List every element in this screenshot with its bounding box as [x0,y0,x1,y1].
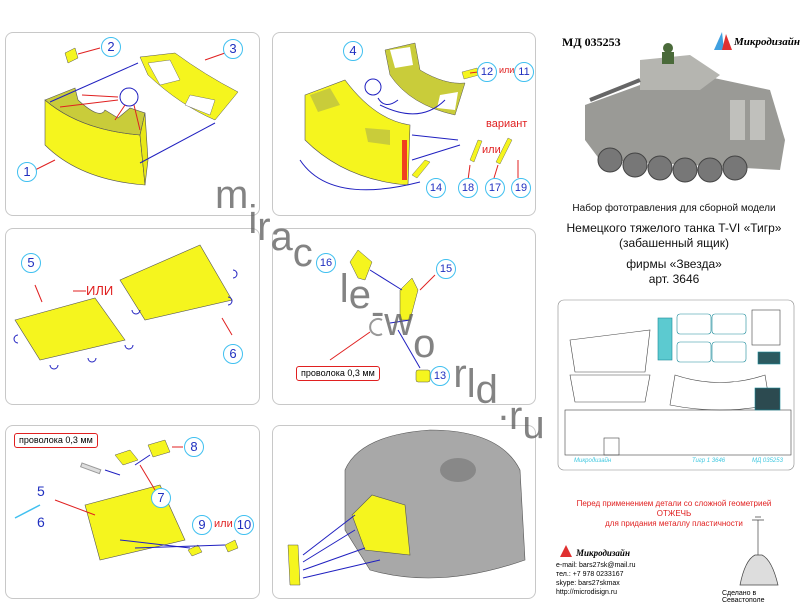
brand-name: Микродизайн [734,36,800,48]
tank-photo [585,43,785,183]
part-5 [14,297,126,361]
contact-email[interactable]: e-mail: bars27sk@mail.ru [556,562,636,569]
or-label-2: или [482,144,501,156]
callout-14: 14 [426,178,446,198]
part-6 [119,244,233,321]
title-line-1: Набор фототравления для сборной модели [572,203,776,214]
photo-etch-fret [557,299,795,471]
article-code: МД 035253 [562,35,621,49]
or-label: или [214,518,233,530]
callout-8: 8 [184,437,204,457]
callout-12: 12 [477,62,497,82]
callout-11: 11 [514,62,534,82]
made-in-label: Сделано в Севастополе [722,590,765,604]
or-label: или [499,65,515,75]
callout-5-plain: 5 [37,483,45,499]
detail-magnifier-icon [119,87,139,107]
part-8 [147,439,171,458]
wire-loop [369,318,383,336]
title-line-5: арт. 3646 [648,272,700,286]
callout-15: 15 [436,259,456,279]
part-1-box [44,87,149,186]
title-line-2: Немецкого тяжелого танка T-VI «Тигр» [566,221,782,235]
callout-19: 19 [511,178,531,198]
contact-skype: skype: bars27skmax [556,580,620,587]
callout-10: 10 [234,515,254,535]
part-18 [469,139,483,163]
installed-box [351,494,411,556]
warning-line-2: ОТЖЕЧЬ [656,509,692,518]
warning-line-1: Перед применением детали со сложной геом… [576,499,772,508]
fret-code: МД 035253 [752,458,783,464]
callout-2: 2 [101,37,121,57]
contact-phone: тел.: +7 978 0233167 [556,571,624,578]
callout-18: 18 [458,178,478,198]
part-7 [114,449,139,466]
part-16 [349,249,373,281]
warning-line-3: для придания металлу пластичности [605,519,743,528]
callout-7: 7 [151,488,171,508]
wire-pin [79,462,102,475]
callout-1: 1 [17,162,37,182]
callout-13: 13 [430,366,450,386]
title-line-3: (забашенный ящик) [619,236,729,250]
wire-note: проволока 0,3 мм [296,366,380,381]
fret-name: Тигр 1 3646 [692,458,726,464]
part-2 [64,47,79,64]
part-15 [399,277,419,321]
callout-17: 17 [485,178,505,198]
contact-website[interactable]: http://microdisign.ru [556,589,618,596]
part-17 [495,137,513,165]
part-14 [411,159,431,179]
part-13-lock [415,369,431,383]
detail-magnifier-icon [364,78,382,96]
part-9-10 [187,539,239,557]
or-label: ИЛИ [86,283,114,298]
fret-brand: Микродизайн [574,458,612,464]
callout-5: 5 [21,253,41,273]
callout-6-plain: 6 [37,514,45,530]
callout-3: 3 [223,39,243,59]
callout-9: 9 [192,515,212,535]
wire-note: проволока 0,3 мм [14,433,98,448]
variant-label: вариант [486,118,528,130]
brand-logo-icon [714,32,732,50]
sevastopol-monument-icon [739,516,779,586]
contacts-brand: Микродизайн [576,548,630,558]
callout-6: 6 [223,344,243,364]
callout-4: 4 [343,41,363,61]
title-line-4: фирмы «Звезда» [626,257,722,271]
callout-16: 16 [316,253,336,273]
lock-detail [287,544,301,586]
brand-logo-small-icon [560,545,572,557]
